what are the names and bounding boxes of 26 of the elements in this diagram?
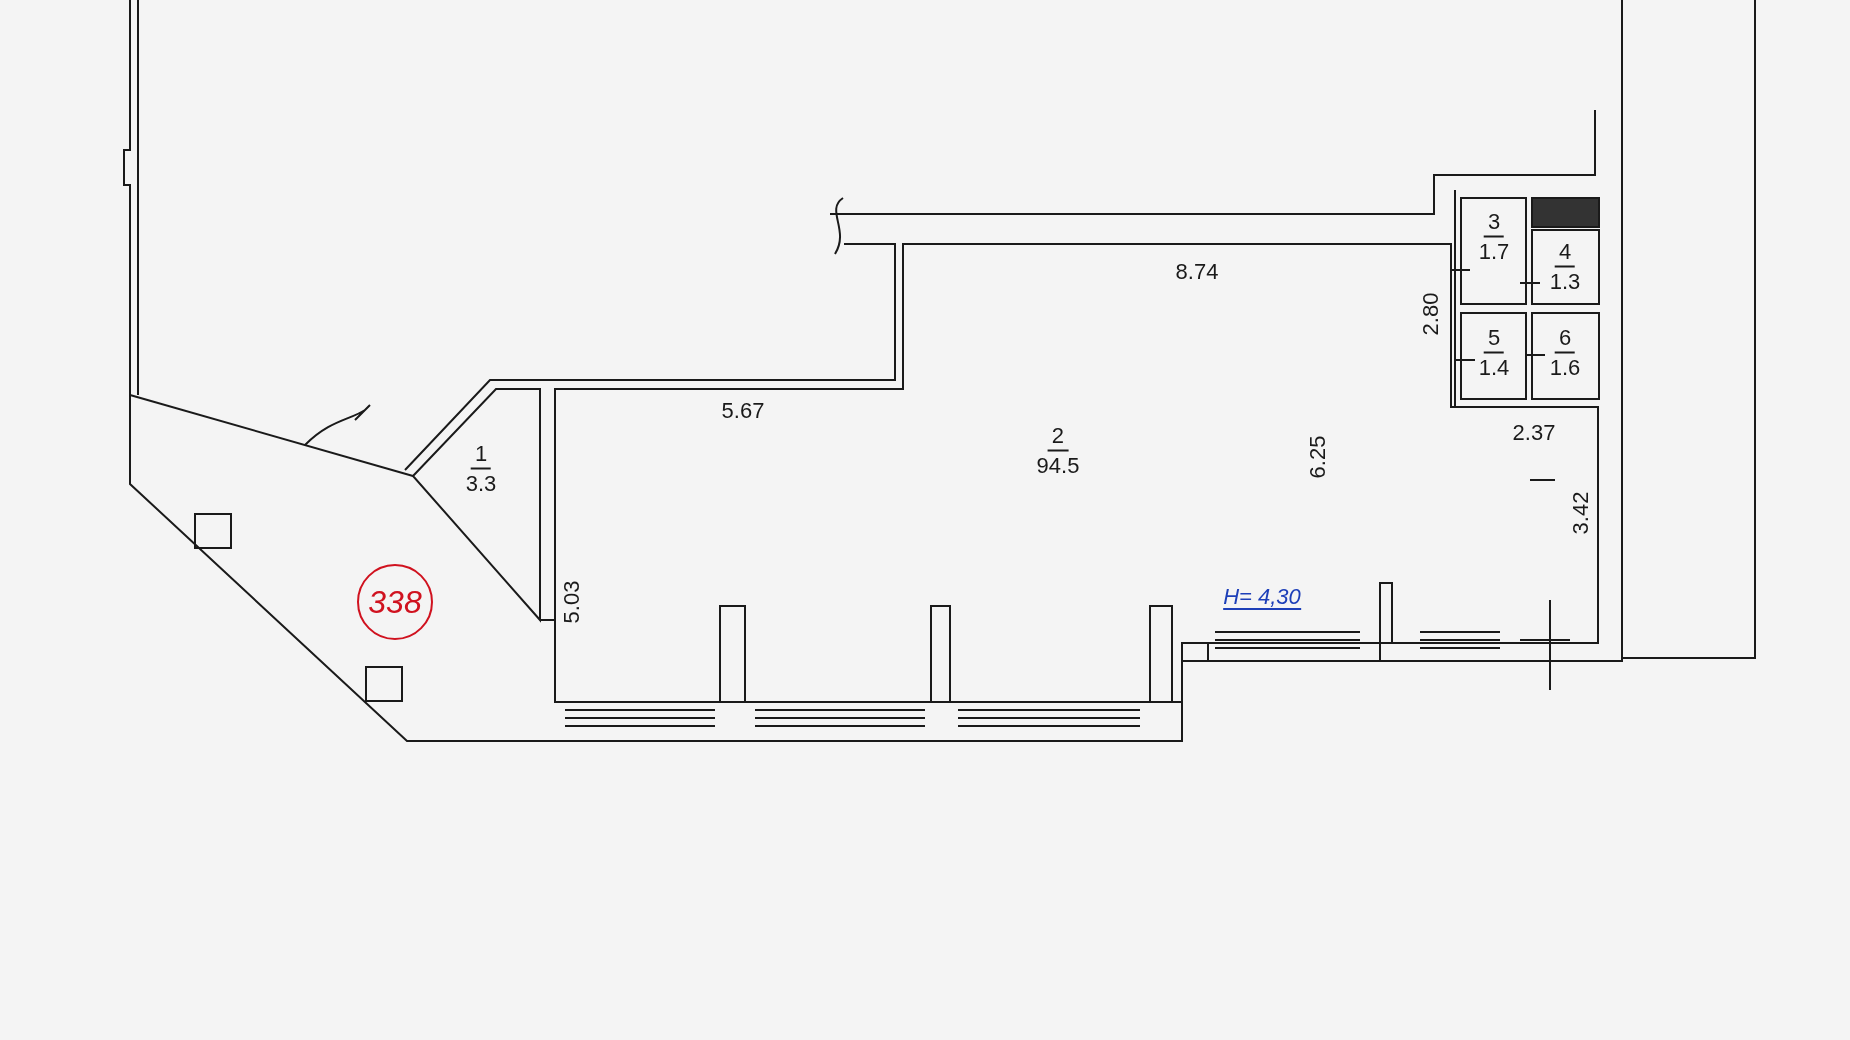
room-area: 3.3 [461,469,501,497]
stamp-number: 338 [357,564,433,640]
room-number: 5 [1483,323,1505,353]
room-number: 3 [1483,207,1505,237]
room [1461,313,1526,399]
room-area: 1.3 [1545,267,1585,295]
ceiling-height: H= 4,30 [1223,586,1301,610]
room-number: 6 [1554,323,1576,353]
room-number: 1 [470,439,492,469]
room [1461,198,1526,304]
room-number: 4 [1554,237,1576,267]
room-area: 94.5 [1032,451,1084,479]
dimension-label: 6.25 [1307,435,1329,479]
dimension-label: 5.67 [721,400,765,422]
room [555,244,1598,702]
room [1532,313,1599,399]
dimension-label: 5.03 [561,580,583,624]
dimension-label: 8.74 [1175,261,1219,283]
room-area: 1.7 [1474,237,1514,265]
room [1532,230,1599,304]
room-number: 2 [1047,421,1069,451]
dimension-label: 3.42 [1570,491,1592,535]
room-area: 1.4 [1474,353,1514,381]
dimension-label: 2.37 [1512,422,1556,444]
room-area: 1.6 [1545,353,1585,381]
dimension-label: 2.80 [1420,292,1442,336]
